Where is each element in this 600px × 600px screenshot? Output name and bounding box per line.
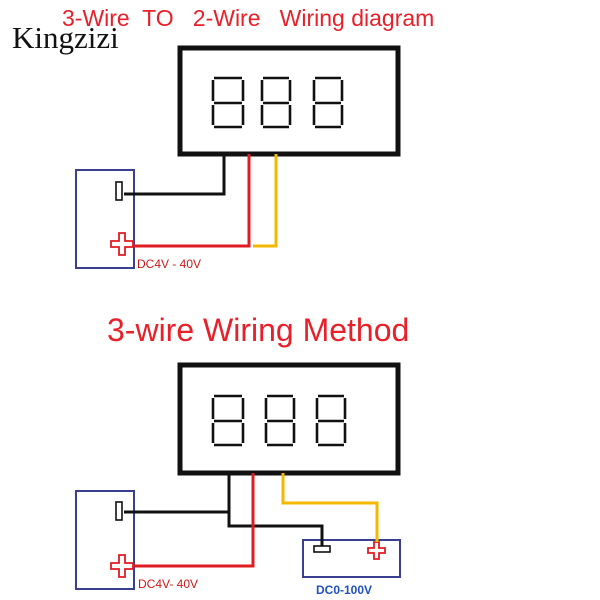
minus-terminal-icon xyxy=(313,545,331,553)
section-title: 3-wire Wiring Method xyxy=(107,312,409,348)
two-wire-diagram: DC4V - 40V xyxy=(75,45,401,271)
digit-3 xyxy=(312,76,344,129)
plus-terminal-icon xyxy=(110,554,134,578)
yellow-wire-top xyxy=(253,154,278,248)
plus-terminal-icon xyxy=(367,541,386,560)
black-wire-ground-link xyxy=(227,512,324,546)
brand-logo: Kingzizi xyxy=(12,20,119,55)
seven-segment-display-bottom xyxy=(211,394,347,447)
yellow-wire-bottom xyxy=(281,473,379,542)
red-wire-top xyxy=(133,154,251,248)
digit-3 xyxy=(315,394,347,447)
voltmeter-bottom xyxy=(177,362,401,476)
digit-2 xyxy=(264,394,296,447)
digit-1 xyxy=(211,76,245,129)
supply-voltage-label-top: DC4V - 40V xyxy=(137,257,201,271)
black-wire-top xyxy=(124,154,226,196)
minus-terminal-icon xyxy=(115,181,123,201)
digit-2 xyxy=(260,76,292,129)
black-wire-bottom xyxy=(124,473,231,514)
diagram-title: 3-Wire TO 2-Wire Wiring diagram xyxy=(62,5,434,31)
three-wire-diagram: DC4V- 40V DC0-100V xyxy=(75,362,401,597)
measured-voltage-label: DC0-100V xyxy=(316,583,372,597)
minus-terminal-icon xyxy=(115,501,123,521)
red-wire-bottom xyxy=(133,473,255,568)
digit-1 xyxy=(211,394,245,447)
seven-segment-display-top xyxy=(211,76,344,129)
supply-voltage-label-bottom: DC4V- 40V xyxy=(138,577,198,591)
